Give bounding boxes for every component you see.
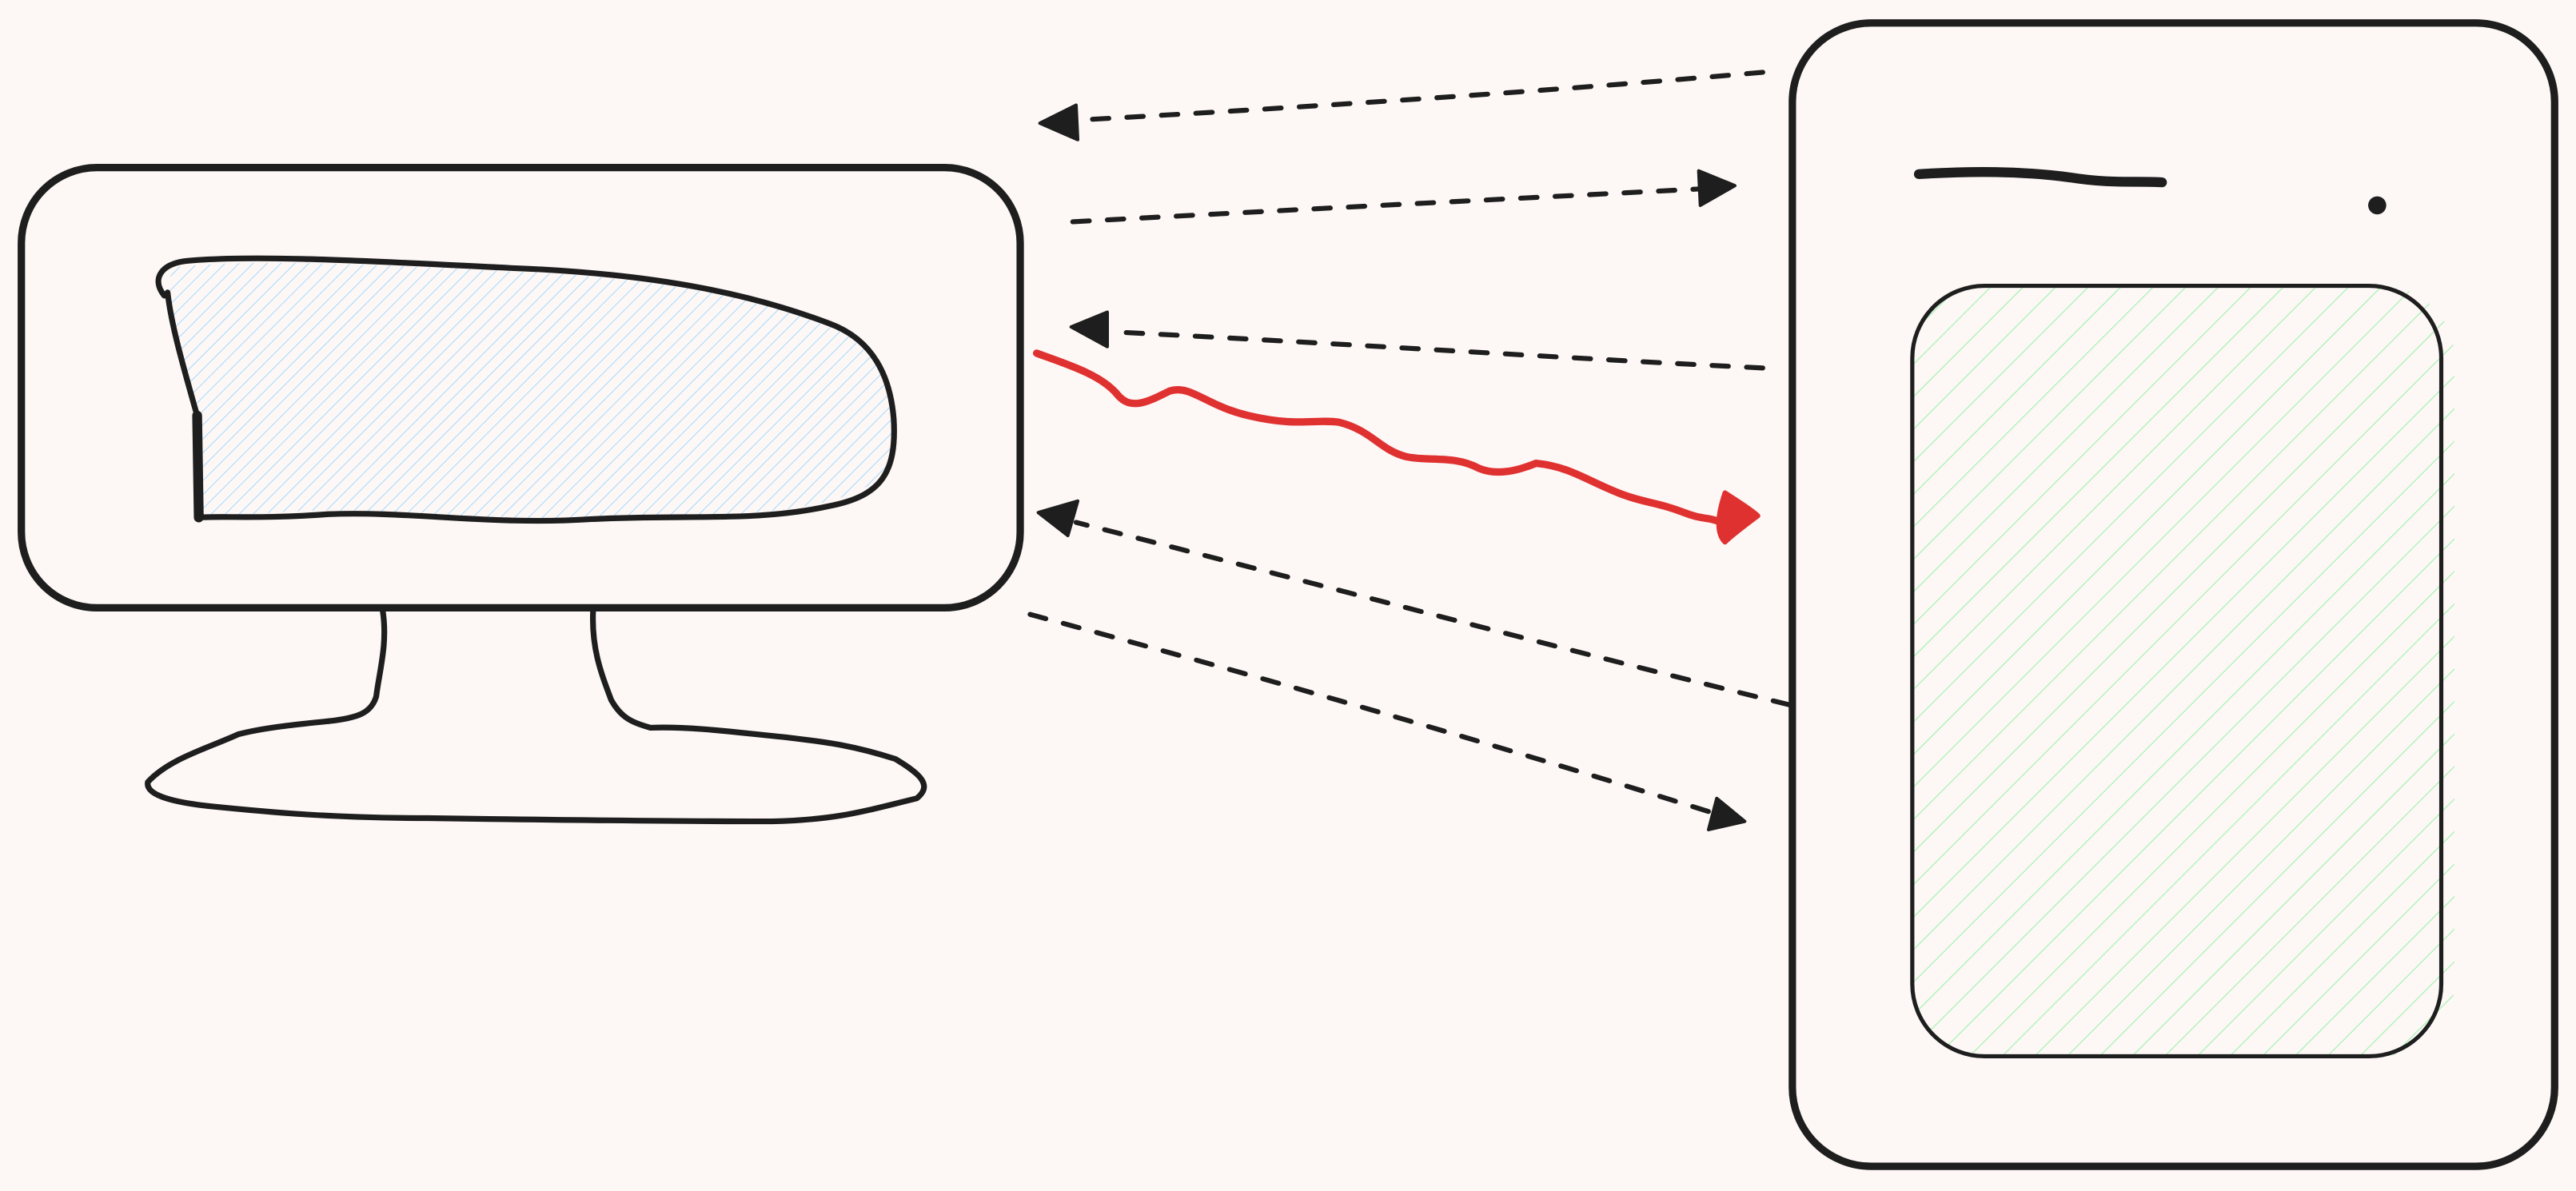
phone-screen-outline bbox=[1910, 284, 2444, 1059]
mobile-phone-icon bbox=[1788, 19, 2558, 1170]
monitor-screen-fill bbox=[169, 262, 893, 520]
desktop-monitor-icon bbox=[18, 164, 1024, 825]
arrowhead-freehand bbox=[1716, 490, 1761, 545]
phone-speaker-slot bbox=[1913, 166, 2167, 188]
arrowhead-left bbox=[1038, 103, 1080, 141]
arrowhead-left bbox=[1036, 499, 1080, 538]
monitor-stand-neck bbox=[325, 607, 654, 731]
monitor-stand-base bbox=[145, 718, 927, 825]
phone-frame bbox=[1788, 19, 2558, 1170]
arrowhead-right bbox=[1706, 796, 1747, 831]
dashed-arrow-phone-to-monitor bbox=[1069, 310, 1765, 371]
dashed-arrow-phone-to-monitor bbox=[1038, 70, 1765, 141]
arrowhead-right bbox=[1697, 169, 1737, 207]
dashed-arrow-monitor-to-phone bbox=[1070, 169, 1737, 225]
monitor-screen-edge bbox=[192, 410, 204, 523]
dashed-arrow-monitor-to-phone bbox=[1027, 611, 1747, 831]
monitor-frame bbox=[18, 164, 1024, 612]
phone-camera-dot bbox=[2368, 196, 2387, 215]
dashed-arrow-phone-to-monitor bbox=[1036, 499, 1792, 707]
connection-arrows bbox=[1027, 70, 1792, 831]
freehand-arrow-monitor-to-phone bbox=[1032, 349, 1761, 545]
arrowhead-left bbox=[1069, 310, 1110, 349]
phone-screen-fill bbox=[1912, 285, 2454, 1057]
